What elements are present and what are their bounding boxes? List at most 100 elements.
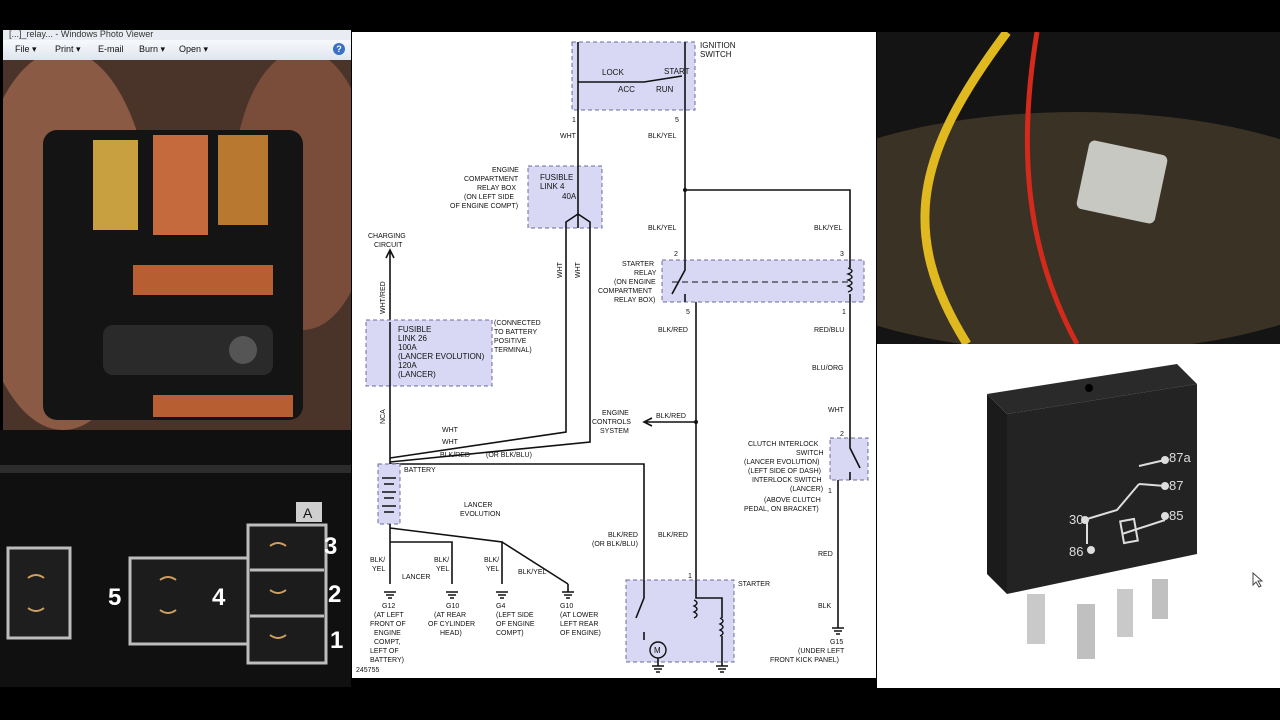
- relay-pin-3: 3: [840, 251, 844, 258]
- motor-label: M: [654, 646, 661, 655]
- wire-or-blk-blu-2: (OR BLK/BLU): [592, 541, 638, 548]
- connector-label-a: A: [303, 505, 313, 521]
- viewer-title: [...]_relay... - Windows Photo Viewer: [9, 30, 154, 39]
- ci-label-3: (LANCER EVOLUTION): [744, 459, 819, 466]
- relay-schematic-icon: [1081, 456, 1169, 554]
- g15-label-b: FRONT KICK PANEL): [770, 657, 839, 664]
- viewer-toolbar: File ▾ Print ▾ E-mail Burn ▾ Open ▾ ?: [3, 40, 351, 61]
- wire-harness-photo: [877, 32, 1280, 344]
- clutch-interlock-box: [829, 437, 869, 481]
- wire-blk-label-1: BLK/: [370, 557, 385, 564]
- conn-label-2: TO BATTERY: [494, 329, 538, 336]
- terminal-86: 86: [1069, 544, 1083, 559]
- wire-blk-yel-1: BLK/YEL: [648, 133, 677, 140]
- sr-label-4: COMPARTMENT: [598, 288, 653, 295]
- wire-wht-6: WHT: [828, 407, 845, 414]
- wire-wht-5: WHT: [442, 439, 459, 446]
- ecrb-label-2: COMPARTMENT: [464, 176, 519, 183]
- g12-label-a: (AT LEFT: [374, 612, 404, 619]
- battery-label: BATTERY: [404, 467, 436, 474]
- wire-blu-org: BLU/ORG: [812, 365, 844, 372]
- wire-yel-label-3: YEL: [486, 566, 499, 573]
- g10-label-c: HEAD): [440, 630, 462, 637]
- conn-label-4: TERMINAL): [494, 347, 532, 354]
- fl4-label-1: FUSIBLE: [540, 173, 573, 182]
- pin-label-4: 4: [212, 584, 226, 611]
- print-menu[interactable]: Print ▾: [55, 44, 81, 54]
- relay-pin-1: 1: [842, 309, 846, 316]
- open-menu[interactable]: Open ▾: [179, 44, 209, 54]
- wire-blk-label-2: BLK/: [434, 557, 449, 564]
- sr-label-2: RELAY: [634, 270, 657, 277]
- terminal-85: 85: [1169, 508, 1183, 523]
- fusible-link-4-box: [527, 165, 603, 229]
- ecrb-label-4: (ON LEFT SIDE: [464, 194, 514, 201]
- ignition-switch-label-2: SWITCH: [700, 50, 732, 59]
- ignition-switch-label: IGNITION: [700, 41, 736, 50]
- starter-box: [625, 579, 735, 663]
- sr-label-3: (ON ENGINE: [614, 279, 656, 286]
- terminal-87: 87: [1169, 478, 1183, 493]
- sr-label-1: STARTER: [622, 261, 654, 268]
- ecrb-label-5: OF ENGINE COMPT): [450, 203, 518, 210]
- battery-box: [377, 463, 401, 525]
- mouse-cursor-icon: [1252, 571, 1264, 588]
- starter-label: STARTER: [738, 581, 770, 588]
- start-label: START: [664, 67, 690, 76]
- ignition-switch-box: [571, 41, 696, 111]
- fl26-label-6: (LANCER): [398, 370, 436, 379]
- g10-label-a: (AT REAR: [434, 612, 466, 619]
- fl4-label-2: LINK 4: [540, 182, 565, 191]
- g12-label-c: ENGINE: [374, 630, 401, 637]
- g10-label-e: LEFT REAR: [560, 621, 598, 628]
- wire-wht-red: WHT/RED: [380, 281, 387, 314]
- diagram-reference-number: 245755: [356, 667, 379, 674]
- g12-label-f: BATTERY): [370, 657, 404, 664]
- file-menu[interactable]: File ▾: [15, 44, 37, 54]
- g10-label-2: G10: [560, 603, 573, 610]
- wire-blk-red-3: BLK/RED: [656, 413, 686, 420]
- fl26-label-2: LINK 26: [398, 334, 427, 343]
- viewer-title-bar: [...]_relay... - Windows Photo Viewer: [3, 30, 351, 40]
- lancer-label: LANCER: [402, 574, 430, 581]
- lock-label: LOCK: [602, 68, 624, 77]
- wire-blk-yel-label-4: BLK/YEL: [518, 569, 547, 576]
- clutch-pin-2: 2: [840, 431, 844, 438]
- wire-blk-red-4: BLK/RED: [608, 532, 638, 539]
- wire-wht-2: WHT: [557, 261, 564, 278]
- pin-label-2: 2: [328, 581, 341, 608]
- fl4-label-3: 40A: [562, 192, 577, 201]
- wire-yel-label-2: YEL: [436, 566, 449, 573]
- relay-pin-2: 2: [674, 251, 678, 258]
- wire-red-blu: RED/BLU: [814, 327, 844, 334]
- photo-viewer-window: [...]_relay... - Windows Photo Viewer Fi…: [3, 30, 351, 430]
- wire-or-blk-blu-1: (OR BLK/BLU): [486, 452, 532, 459]
- email-button[interactable]: E-mail: [98, 44, 124, 54]
- relay-photo: [3, 60, 351, 430]
- conn-label-1: (CONNECTED: [494, 320, 541, 327]
- g12-label-e: LEFT OF: [370, 648, 399, 655]
- connector-photo: A 3 2 1 4 5: [0, 430, 351, 687]
- g10-label-f: OF ENGINE): [560, 630, 601, 637]
- wire-blk-yel-3: BLK/YEL: [814, 225, 843, 232]
- g10-label-d: (AT LOWER: [560, 612, 598, 619]
- ci-label-5: INTERLOCK SWITCH: [752, 477, 822, 484]
- starter-relay-box: [661, 259, 865, 303]
- fusible-link-26-box: [365, 319, 493, 387]
- wire-blk-red-2: BLK/RED: [658, 327, 688, 334]
- ci-label-1: CLUTCH INTERLOCK: [748, 441, 819, 448]
- g12-label: G12: [382, 603, 395, 610]
- relay-pin-5: 5: [686, 309, 690, 316]
- help-icon[interactable]: ?: [333, 43, 345, 55]
- burn-menu[interactable]: Burn ▾: [139, 44, 166, 54]
- acc-label: ACC: [618, 85, 635, 94]
- ign-pin-5: 5: [675, 117, 679, 124]
- wire-wht-4: WHT: [442, 427, 459, 434]
- clutch-pin-1: 1: [828, 488, 832, 495]
- wire-blk-yel-2: BLK/YEL: [648, 225, 677, 232]
- fl26-label-1: FUSIBLE: [398, 325, 431, 334]
- sr-label-5: RELAY BOX): [614, 297, 655, 304]
- wire-blk-red-1: BLK/RED: [440, 452, 470, 459]
- g4-label-a: (LEFT SIDE: [496, 612, 534, 619]
- charging-label-2: CIRCUIT: [374, 242, 403, 249]
